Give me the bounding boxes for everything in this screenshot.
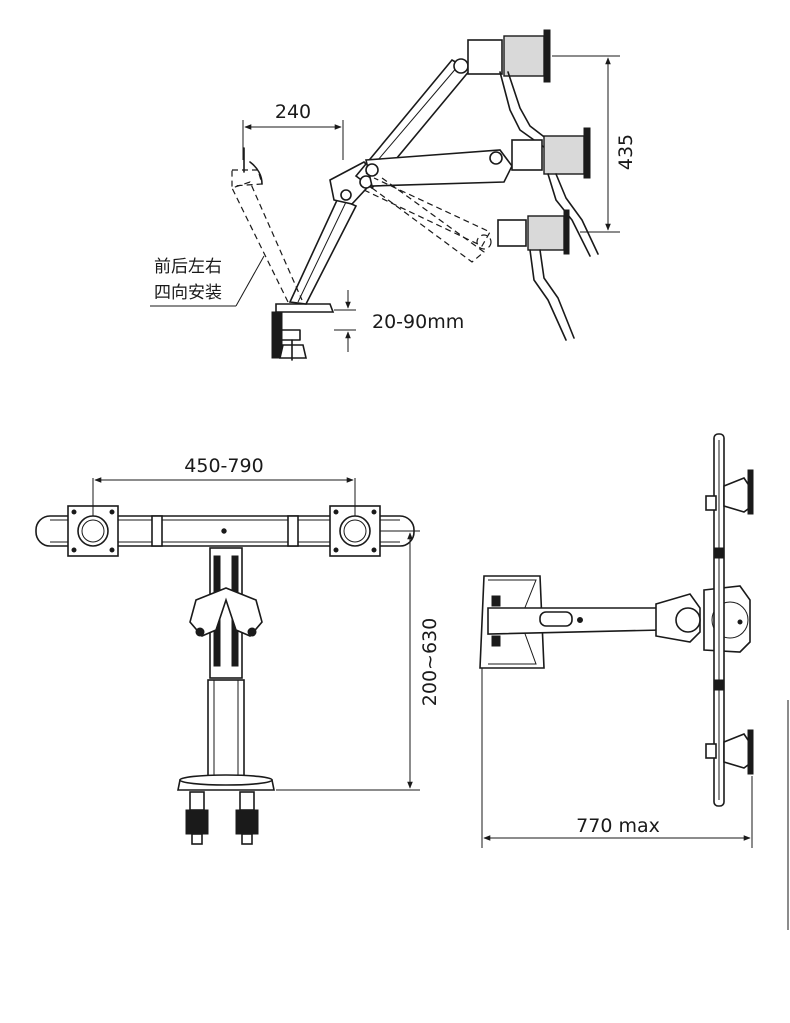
- arm-topdown: [487, 593, 701, 643]
- dim-240: 240: [242, 101, 344, 160]
- dim-435-label: 435: [615, 134, 637, 170]
- hub-topdown: [703, 585, 751, 653]
- install-note-line2: 四向安装: [154, 283, 222, 303]
- monitor-head-top: [467, 29, 557, 151]
- dim-770-max: 770 max: [481, 668, 753, 848]
- dim-435: 435: [552, 55, 637, 233]
- arm-rotated-dashed: [231, 147, 303, 303]
- base-clamp-front: [177, 774, 275, 845]
- dim-770-label: 770 max: [576, 815, 660, 837]
- desk-clamp-side: [271, 303, 335, 361]
- top-down-view: 770 max: [479, 433, 754, 848]
- head-topdown-upper: [705, 469, 754, 515]
- dim-desk-label: 20-90mm: [372, 311, 464, 333]
- arm-column-front: [189, 547, 263, 679]
- front-view: 450-790 200~630: [35, 455, 441, 845]
- side-view: 240 20-90mm 435 前后左右 四向安装: [150, 29, 637, 361]
- pole-front: [207, 679, 245, 781]
- upper-arm-side: [354, 58, 513, 190]
- vesa-plate-left: [67, 505, 119, 557]
- dim-200-630: 200~630: [276, 530, 441, 791]
- arm-lowered-dashed: [363, 177, 492, 263]
- dim-desk-thickness: 20-90mm: [334, 290, 464, 352]
- install-note-line1: 前后左右: [154, 257, 222, 277]
- dim-240-label: 240: [275, 101, 311, 123]
- head-topdown-lower: [705, 729, 754, 775]
- dim-450-790-label: 450-790: [184, 455, 263, 477]
- crossbar-front: [35, 515, 415, 547]
- monitor-head-low: [497, 209, 575, 341]
- install-direction-note: 前后左右 四向安装: [150, 255, 265, 307]
- dim-200-630-label: 200~630: [419, 618, 441, 706]
- dim-450-790: 450-790: [92, 455, 356, 516]
- crossbar-topdown: [713, 433, 725, 807]
